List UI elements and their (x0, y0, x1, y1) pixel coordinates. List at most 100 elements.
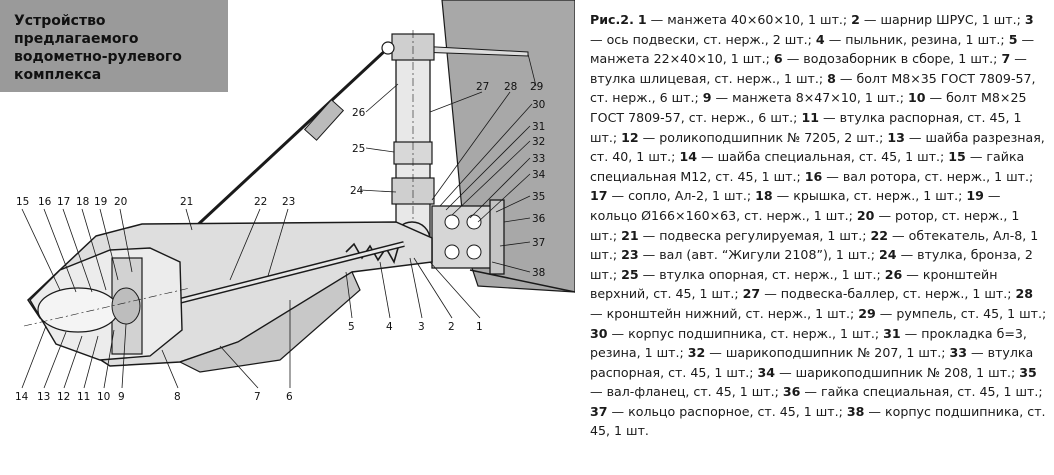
fairing (37, 287, 119, 333)
legend-text: — кольцо распорное, ст. 45, 1 шт.; (607, 403, 847, 419)
legend-number: 18 (755, 188, 773, 204)
legend-number: 14 (679, 149, 697, 165)
callout-22: 22 (254, 196, 267, 208)
legend-number: 10 (908, 90, 926, 106)
legend-list: 1 — манжета 40×60×10, 1 шт.; 2 — шарнир … (590, 12, 1046, 438)
callout-37: 37 (532, 237, 545, 249)
callout-labels: 15 16 17 18 19 20 21 22 23 24 25 26 27 2… (15, 81, 546, 403)
legend-number: 15 (948, 149, 966, 165)
legend-item: 9 — манжета 8×47×10, 1 шт.; (703, 90, 908, 105)
legend-text: — вал-фланец, ст. 45, 1 шт.; (590, 384, 783, 400)
title-box: Устройство предлагаемого водометно-рулев… (0, 0, 228, 92)
legend-item: 22 — обтекатель, Ал-8, 1 шт.; (590, 228, 1038, 263)
callout-30: 30 (532, 99, 545, 111)
callout-29: 29 (530, 81, 543, 93)
callout-19: 19 (94, 196, 107, 208)
legend-number: 22 (870, 227, 889, 243)
legend-item: 29 — румпель, ст. 45, 1 шт.; (858, 306, 1046, 321)
callout-32: 32 (532, 136, 545, 148)
legend-item: 32 — шарикоподшипник № 207, 1 шт.; (688, 345, 950, 360)
legend-number: 24 (879, 247, 897, 263)
legend-item: 27 — подвеска-баллер, ст. нерж., 1 шт.; (743, 286, 1016, 301)
legend-item: 23 — вал (авт. “Жигули 2108”), 1 шт.; (621, 247, 879, 262)
legend-item: 17 — сопло, Ал-2, 1 шт.; (590, 188, 755, 203)
legend-number: 32 (687, 345, 706, 361)
callout-4: 4 (386, 321, 393, 333)
figure-caption: Рис.2. 1 — манжета 40×60×10, 1 шт.; 2 — … (590, 10, 1048, 470)
legend-number: 9 (702, 90, 712, 106)
legend-item: 20 — ротор, ст. нерж., 1 шт.; (590, 208, 1019, 243)
legend-item: 6 — водозаборник в сборе, 1 шт.; (774, 51, 1002, 66)
legend-number: 33 (949, 345, 968, 361)
legend-item: 19 — кольцо Ø166×160×63, ст. нерж., 1 шт… (590, 188, 1001, 223)
legend-text: — роликоподшипник № 7205, 2 шт.; (638, 129, 888, 145)
nozzle-axis (23, 287, 191, 327)
legend-number: 30 (590, 325, 608, 341)
callout-11: 11 (77, 391, 90, 403)
legend-item: 37 — кольцо распорное, ст. 45, 1 шт.; (590, 404, 847, 419)
legend-text: — кольцо Ø166×160×63, ст. нерж., 1 шт.; (590, 188, 1001, 223)
hull-bottom-line (469, 269, 575, 293)
legend-item: 3 — ось подвески, ст. нерж., 2 шт.; (590, 12, 1034, 47)
legend-text: — подвеска регулируемая, 1 шт.; (638, 227, 871, 243)
legend-text: — шарнир ШРУС, 1 шт.; (859, 12, 1025, 27)
legend-text: — втулка распорная, ст. 45, 1 шт.; (590, 109, 1022, 145)
legend-number: 20 (856, 207, 875, 223)
legend-item: 28 — кронштейн нижний, ст. нерж., 1 шт.; (590, 286, 1033, 321)
legend-number: 12 (621, 129, 639, 145)
legend-text: — вал (авт. “Жигули 2108”), 1 шт.; (638, 247, 880, 263)
legend-number: 25 (621, 266, 639, 282)
callout-14: 14 (15, 391, 29, 403)
callout-7: 7 (254, 391, 261, 403)
callout-5: 5 (348, 321, 355, 333)
legend-item: 16 — вал ротора, ст. нерж., 1 шт.; (805, 169, 1034, 184)
legend-number: 34 (757, 364, 776, 380)
callout-26: 26 (352, 107, 366, 119)
callout-27: 27 (476, 81, 489, 93)
bronze-bush (391, 177, 435, 205)
legend-number: 19 (966, 188, 984, 204)
legend-item: 30 — корпус подшипника, ст. нерж., 1 шт.… (590, 326, 883, 341)
legend-text: — корпус подшипника, ст. 45, 1 шт. (590, 403, 1046, 439)
legend-item: 33 — втулка распорная, ст. 45, 1 шт.; (590, 345, 1033, 380)
legend-number: 23 (621, 247, 639, 263)
leader-lines (21, 53, 537, 389)
legend-number: 11 (801, 109, 819, 125)
legend-text: — крышка, ст. нерж., 1 шт.; (772, 188, 967, 204)
legend-item: 36 — гайка специальная, ст. 45, 1 шт.; (783, 384, 1043, 399)
callout-28: 28 (504, 81, 517, 93)
callout-35: 35 (532, 191, 545, 203)
callout-17: 17 (57, 196, 70, 208)
legend-text: — шарикоподшипник № 207, 1 шт.; (705, 345, 950, 361)
legend-text: — болт М8×35 ГОСТ 7809-57, ст. нерж., 6 … (590, 70, 1036, 106)
legend-number: 28 (1015, 286, 1033, 302)
callout-24: 24 (350, 185, 364, 197)
legend-item: 34 — шарикоподшипник № 208, 1 шт.; (758, 365, 1020, 380)
legend-number: 7 (1001, 51, 1011, 67)
legend-text: — сопло, Ал-2, 1 шт.; (607, 188, 756, 204)
legend-text: — румпель, ст. 45, 1 шт.; (875, 305, 1047, 321)
diagram-title: Устройство предлагаемого водометно-рулев… (14, 13, 182, 83)
waterjet-drawing: 15 16 17 18 19 20 21 22 23 24 25 26 27 2… (0, 0, 575, 403)
legend-item: 21 — подвеска регулируемая, 1 шт.; (621, 228, 870, 243)
callout-6: 6 (286, 391, 293, 403)
legend-number: 31 (883, 325, 901, 341)
callout-25: 25 (352, 143, 365, 155)
legend-text: — гайка специальная М12, ст. 45, 1 шт.; (590, 149, 1025, 184)
legend-text: — водозаборник в сборе, 1 шт.; (782, 51, 1002, 67)
legend-item: 18 — крышка, ст. нерж., 1 шт.; (755, 188, 966, 203)
callout-31: 31 (532, 121, 545, 133)
callout-13: 13 (37, 391, 50, 403)
legend-text: — обтекатель, Ал-8, 1 шт.; (590, 227, 1039, 263)
strut-top-eye (381, 41, 395, 55)
legend-number: 16 (804, 168, 823, 184)
legend-item: 11 — втулка распорная, ст. 45, 1 шт.; (590, 110, 1022, 145)
callout-9: 9 (118, 391, 125, 403)
callout-38: 38 (532, 267, 545, 279)
legend-item: 2 — шарнир ШРУС, 1 шт.; (851, 12, 1025, 27)
legend-item: 25 — втулка опорная, ст. нерж., 1 шт.; (621, 267, 885, 282)
legend-number: 4 (815, 31, 825, 47)
legend-text: — манжета 8×47×10, 1 шт.; (711, 90, 909, 106)
ball-bearing-2 (444, 244, 460, 260)
legend-number: 6 (773, 51, 783, 67)
